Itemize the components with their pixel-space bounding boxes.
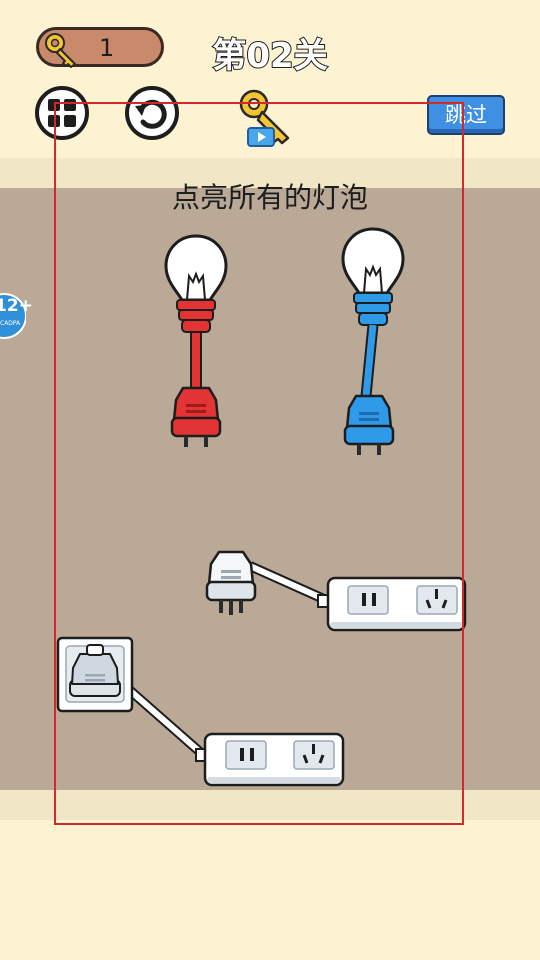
- blue-light-bulb[interactable]: [341, 227, 405, 326]
- age-rating-sub: CADPA: [0, 320, 21, 327]
- level-title: 第02关: [211, 35, 328, 77]
- key-icon: [45, 33, 76, 68]
- white-cable-upper: [248, 563, 328, 603]
- video-hint-button[interactable]: [232, 84, 296, 150]
- power-strip-icon: [317, 576, 467, 632]
- light-bulb-icon: [341, 227, 405, 326]
- power-strip-icon: [195, 732, 345, 787]
- plug-icon: [343, 394, 395, 455]
- plug-icon: [170, 386, 222, 447]
- age-rating-label: 12+: [0, 296, 33, 316]
- key-counter: 1: [36, 27, 164, 68]
- video-hint-key-icon: [239, 89, 290, 147]
- highlight-frame: [54, 102, 464, 825]
- blue-cable: [362, 324, 377, 397]
- floor-bottom-border: [0, 790, 540, 820]
- key-count: 1: [99, 34, 115, 62]
- red-plug[interactable]: [170, 386, 222, 447]
- age-rating-badge: 12+ CADPA: [0, 290, 33, 340]
- menu-button[interactable]: [35, 86, 89, 140]
- floor-top-border: [0, 158, 540, 188]
- wall-socket-icon: [56, 636, 134, 713]
- blue-plug[interactable]: [343, 394, 395, 455]
- light-bulb-icon: [164, 234, 228, 333]
- wall-socket-with-plug[interactable]: [56, 636, 134, 713]
- power-strip-upper[interactable]: [317, 576, 467, 632]
- power-strip-lower[interactable]: [195, 732, 345, 787]
- white-plug[interactable]: [205, 550, 257, 615]
- plug-icon: [205, 550, 257, 615]
- red-light-bulb[interactable]: [164, 234, 228, 333]
- instruction-text: 点亮所有的灯泡: [171, 181, 368, 214]
- skip-button[interactable]: 跳过: [427, 95, 505, 135]
